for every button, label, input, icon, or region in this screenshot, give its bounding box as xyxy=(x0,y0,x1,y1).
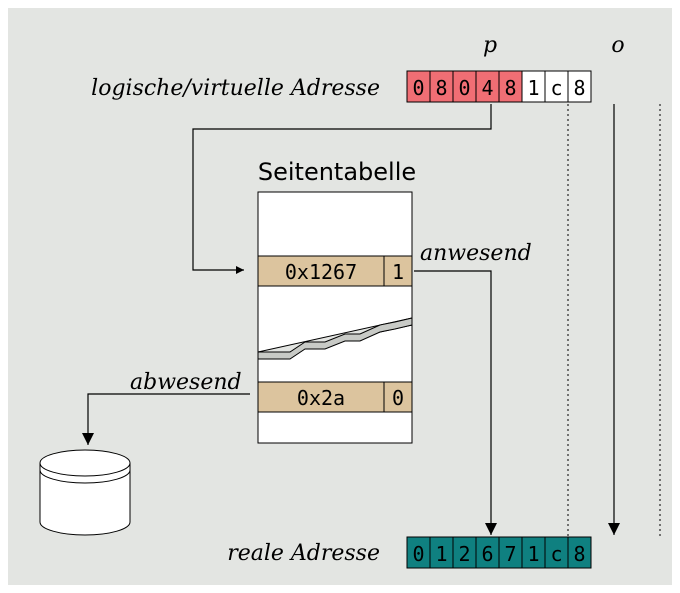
page-table-row-absent: 0x2a 0 xyxy=(257,381,413,413)
page-table-break xyxy=(257,317,413,360)
real-address-digit: 7 xyxy=(504,542,516,566)
label-o: o xyxy=(611,33,624,58)
disk-icon xyxy=(39,449,131,536)
absent-arrow xyxy=(82,393,250,445)
real-address-digit: 1 xyxy=(435,542,447,566)
logical-address-digit: 8 xyxy=(504,76,516,100)
logical-address-label: logische/virtuelle Adresse xyxy=(91,76,380,101)
logical-address-digit: 8 xyxy=(573,76,585,100)
logical-address-digit: c xyxy=(550,76,562,100)
real-address-digit: c xyxy=(550,542,562,566)
logical-address-cell xyxy=(567,70,592,103)
absent-flag: 0 xyxy=(392,386,404,410)
page-table-row-present: 0x1267 1 xyxy=(257,255,413,287)
real-address-digit: 0 xyxy=(412,542,424,566)
logical-address-digit: 8 xyxy=(435,76,447,100)
frame-number-absent: 0x2a xyxy=(297,386,345,410)
real-address-digit: 2 xyxy=(458,542,470,566)
absent-label: abwesend xyxy=(130,370,242,395)
real-address-digit: 1 xyxy=(527,542,539,566)
real-address-cell xyxy=(567,536,592,569)
real-address-digit: 8 xyxy=(573,542,585,566)
logical-address-digit: 0 xyxy=(412,76,424,100)
real-address-digit: 6 xyxy=(481,542,493,566)
present-flag: 1 xyxy=(392,260,404,284)
page-number-arrow xyxy=(192,104,492,274)
label-p: p xyxy=(483,33,497,58)
logical-address-digit: 1 xyxy=(527,76,539,100)
logical-address-digit: 4 xyxy=(481,76,493,100)
page-table-title: Seitentabelle xyxy=(258,158,416,186)
frame-number-present: 0x1267 xyxy=(285,260,357,284)
real-address-label: reale Adresse xyxy=(227,541,380,566)
frame-arrow xyxy=(414,270,497,535)
present-label: anwesend xyxy=(420,241,532,266)
logical-address-digit: 0 xyxy=(458,76,470,100)
